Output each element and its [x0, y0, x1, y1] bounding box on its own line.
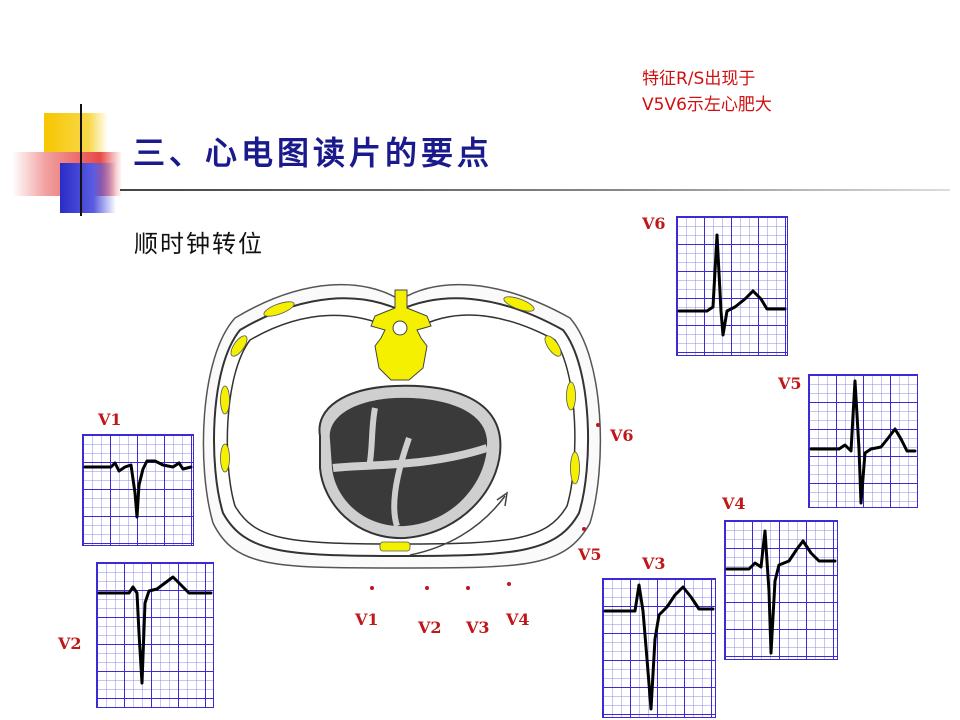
electrode-dot-v2 [425, 586, 429, 590]
annotation-line-2: V5V6示左心肥大 [642, 95, 772, 115]
electrode-dot-v1 [370, 586, 374, 590]
heart [318, 384, 502, 540]
title-underline [120, 189, 950, 191]
electrode-dot-v4 [507, 582, 511, 586]
electrode-dot-v6 [596, 423, 600, 427]
annotation-note: 特征R/S出现于 V5V6示左心肥大 [642, 66, 772, 118]
ecg-label-v4: V4 [722, 494, 746, 513]
chest-cross-section-diagram [195, 268, 610, 583]
chest-illustration [202, 283, 602, 569]
diagram-label-v1: V1 [355, 610, 379, 629]
rotation-arrow-head [496, 491, 509, 507]
ecg-label-v3: V3 [642, 554, 666, 573]
annotation-line-1: 特征R/S出现于 [642, 69, 756, 89]
ecg-label-v5: V5 [778, 374, 802, 393]
vertebra [370, 289, 432, 381]
ecg-label-v1: V1 [98, 410, 122, 429]
slide-title: 三、心电图读片的要点 [133, 134, 494, 172]
diagram-label-v6: V6 [610, 426, 634, 445]
ecg-strip-v6 [676, 216, 788, 356]
slide-subtitle: 顺时钟转位 [134, 230, 264, 258]
ecg-strip-v4 [724, 520, 838, 660]
electrode-dot-v3 [466, 586, 470, 590]
ecg-label-v6: V6 [642, 214, 666, 233]
electrode-dot-v5 [582, 527, 586, 531]
rotation-arrow [409, 495, 506, 556]
decor-vertical-line [80, 104, 82, 216]
ecg-label-v2: V2 [58, 634, 82, 653]
rib-segments [220, 296, 580, 552]
diagram-label-v2: V2 [418, 618, 442, 637]
ecg-strip-v5 [808, 374, 918, 508]
diagram-label-v4: V4 [506, 610, 530, 629]
ecg-strip-v3 [602, 578, 716, 718]
diagram-label-v5: V5 [578, 545, 602, 564]
ecg-strip-v2 [96, 562, 214, 708]
diagram-label-v3: V3 [466, 618, 490, 637]
decor-blue-square [60, 163, 116, 213]
ecg-strip-v1 [82, 434, 194, 546]
